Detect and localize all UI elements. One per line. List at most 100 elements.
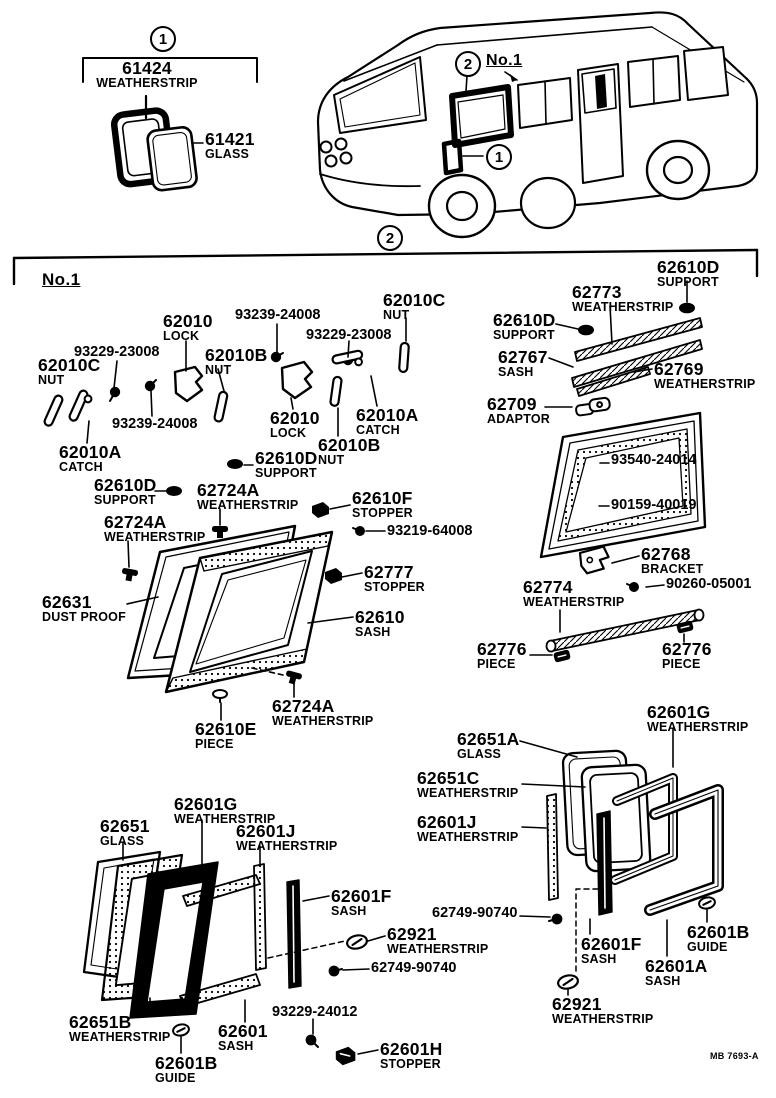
quarter-window-frame <box>539 411 707 559</box>
part-number: 62610D <box>255 448 318 468</box>
part-description: GLASS <box>100 834 145 849</box>
part-description: WEATHERSTRIP <box>654 377 756 392</box>
callout-2-van: 2 <box>455 51 481 77</box>
part-number: 62651 <box>100 816 150 836</box>
part-number: 93229-23008 <box>306 327 392 343</box>
callout-1-van: 1 <box>486 144 512 170</box>
part-number: 62724A <box>272 696 335 716</box>
strip-62601J-right <box>546 793 559 901</box>
part-label-93229-24012: 93229-24012 <box>272 1004 358 1020</box>
part-number: 62724A <box>197 480 260 500</box>
part-number: 62921 <box>387 924 437 944</box>
part-number: 93540-24014 <box>611 452 697 468</box>
part-description: PIECE <box>662 657 701 672</box>
part-number: 62010 <box>163 311 213 331</box>
part-description: BRACKET <box>641 562 704 577</box>
part-description: SASH <box>645 974 681 989</box>
vent-window <box>441 138 464 176</box>
strip-62601J <box>253 863 267 971</box>
part-number: 62610F <box>352 488 413 508</box>
part-number: 62769 <box>654 359 704 379</box>
part-number: 62610D <box>94 475 157 495</box>
grommet-icons <box>346 934 579 990</box>
hardware-icons <box>43 302 716 1066</box>
part-number: 61421 <box>205 129 255 149</box>
part-description: WEATHERSTRIP <box>552 1012 654 1027</box>
part-number: 62749-90740 <box>371 960 457 976</box>
part-number: 90260-05001 <box>666 576 752 592</box>
part-number: 62601F <box>331 886 392 906</box>
part-description: WEATHERSTRIP <box>197 498 299 513</box>
part-description: GUIDE <box>155 1071 196 1086</box>
guide-icons <box>172 896 716 1037</box>
part-label-93239-24008-top: 93239-24008 <box>235 308 320 323</box>
part-description: SUPPORT <box>94 493 156 508</box>
part-number: 62010 <box>270 408 320 428</box>
part-number: 62724A <box>104 512 167 532</box>
part-number: 62921 <box>552 994 602 1014</box>
callout-1-top: 1 <box>150 26 176 52</box>
lock-icon-2 <box>280 360 314 400</box>
leader-lines <box>86 280 708 1055</box>
part-number: 62749-90740 <box>432 905 518 921</box>
van-illustration <box>316 11 759 239</box>
part-description: SUPPORT <box>657 275 719 290</box>
part-description: STOPPER <box>352 506 413 521</box>
part-number: 93229-24012 <box>272 1004 358 1020</box>
drawing-code: MB 7693-A <box>710 1051 759 1061</box>
part-number: 90159-40019 <box>611 497 697 513</box>
part-description: PIECE <box>477 657 516 672</box>
part-description: GUIDE <box>687 940 728 955</box>
part-number: 62010B <box>205 345 268 365</box>
part-label-93229-23008-left: 93229-23008 <box>74 345 159 360</box>
part-description: WEATHERSTRIP <box>572 300 674 315</box>
part-description: WEATHERSTRIP <box>236 839 338 854</box>
part-description: WEATHERSTRIP <box>69 1030 171 1045</box>
part-label-90159-40019: 90159-40019 <box>611 497 697 513</box>
part-description: NUT <box>38 373 65 388</box>
part-number: 62610D <box>657 257 720 277</box>
part-number: 62601J <box>236 821 296 841</box>
part-number: 62776 <box>477 639 527 659</box>
part-description: WEATHERSTRIP <box>647 720 749 735</box>
part-label-93239-24008-lower: 93239-24008 <box>112 417 197 432</box>
part-label-93540-24014: 93540-24014 <box>611 452 697 468</box>
part-description: NUT <box>318 453 345 468</box>
part-number: 62010A <box>59 442 122 462</box>
part-number: 62601G <box>174 794 238 814</box>
stopper-icons <box>312 502 356 1066</box>
part-number: 61424 <box>122 58 172 78</box>
part-number: 62601F <box>581 934 642 954</box>
callout-2-section: 2 <box>377 225 403 251</box>
part-description: NUT <box>205 363 232 378</box>
part-number: 62610E <box>195 719 257 739</box>
part-number: 62767 <box>498 347 548 367</box>
part-number: 62010C <box>38 355 101 375</box>
